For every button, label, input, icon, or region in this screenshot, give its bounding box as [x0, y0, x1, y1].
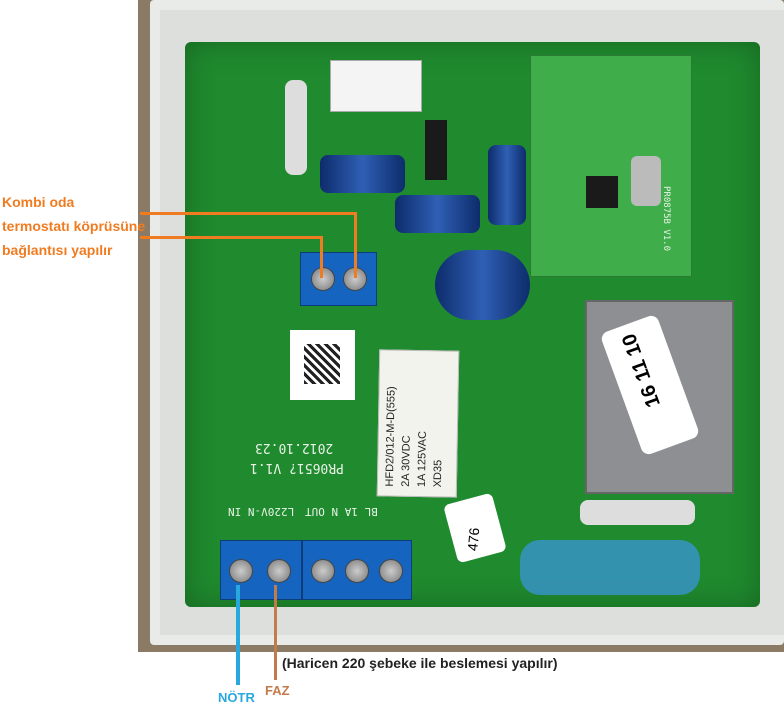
pin-header: [425, 120, 447, 180]
fuse-holder: [520, 540, 700, 595]
tag-text: 476: [464, 527, 483, 552]
relay-text: 1A 125VAC: [415, 430, 429, 488]
capacitor: [395, 195, 480, 233]
silkscreen-model: PR0651? V1.1: [250, 460, 344, 475]
silkscreen-date: 2012.10.23: [255, 440, 334, 455]
neutral-label: NÖTR: [218, 690, 255, 705]
capacitor: [488, 145, 526, 225]
power-in-terminal-block: [220, 540, 302, 600]
phase-wire-line: [274, 585, 277, 680]
resistor: [285, 80, 307, 175]
thermostat-note: Kombi oda termostatı köprüsüne bağlantıs…: [2, 190, 145, 262]
qr-code-sticker: [290, 330, 355, 400]
relay-text: 2A 30VDC: [399, 435, 413, 487]
capacitor: [435, 250, 530, 320]
leader-line: [140, 212, 356, 215]
relay: HFD2/012-M-D(555) 2A 30VDC 1A 125VAC XD3…: [376, 349, 460, 498]
phase-label: FAZ: [265, 683, 290, 698]
note-line: Kombi oda: [2, 194, 75, 210]
output-terminal-block: [302, 540, 412, 600]
relay-text: XD35: [431, 459, 445, 488]
thermostat-terminal-block: [300, 252, 377, 306]
leader-line: [354, 212, 357, 278]
supply-note: (Haricen 220 şebeke ile beslemesi yapılı…: [282, 655, 558, 671]
relay-text: HFD2/012-M-D(555): [383, 386, 398, 487]
leader-line: [320, 236, 323, 278]
capacitor: [320, 155, 405, 193]
neutral-wire-line: [236, 585, 240, 685]
note-line: bağlantısı yapılır: [2, 242, 113, 258]
note-line: termostatı köprüsüne: [2, 218, 146, 234]
connector-header: [330, 60, 422, 112]
module-label: PR0875B V1.0: [661, 186, 671, 252]
rf-module: PR0875B V1.0: [530, 55, 692, 277]
leader-line: [140, 236, 322, 239]
resistor: [580, 500, 695, 525]
terminal-in-label: L220V-N IN: [228, 505, 295, 518]
terminal-out-label: BL 1A N OUT: [305, 505, 378, 518]
